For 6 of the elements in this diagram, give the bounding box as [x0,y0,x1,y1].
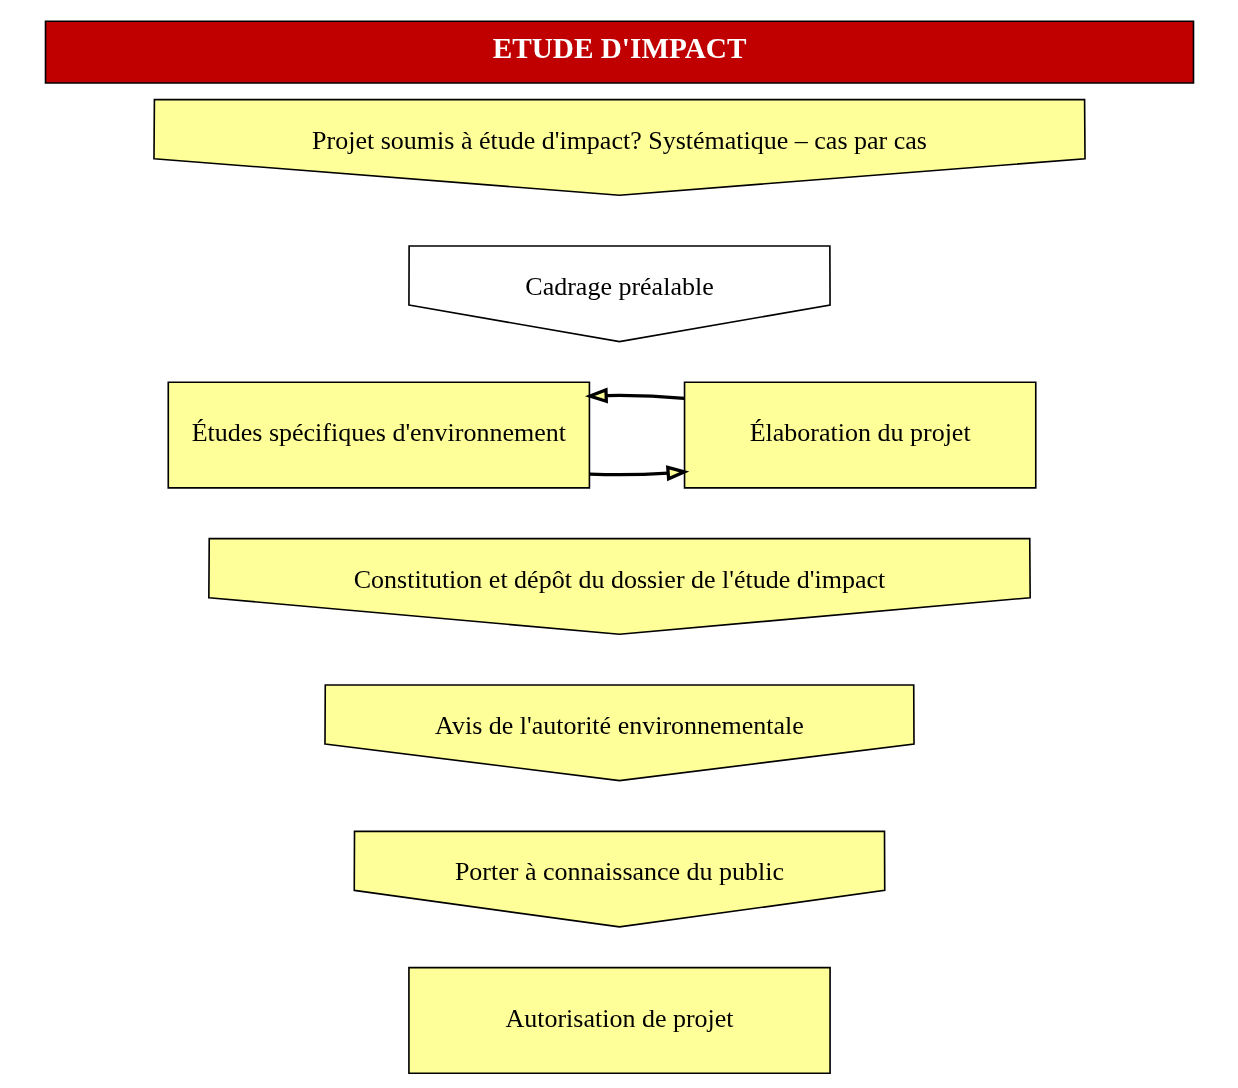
arrow [589,465,689,482]
node-box: Élaboration du projet [683,381,1037,489]
diagram-title: ETUDE D'IMPACT [492,31,746,64]
arrow [584,387,684,404]
node-box: Études spécifiques d'environnement [166,381,590,489]
node-box: Autorisation de projet [407,966,831,1075]
